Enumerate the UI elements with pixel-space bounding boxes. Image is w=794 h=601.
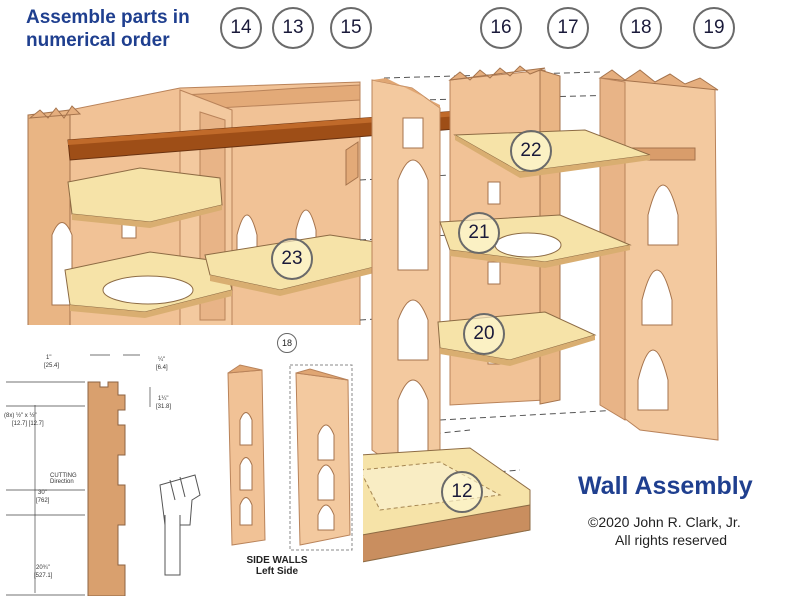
callout-14: 14: [220, 7, 262, 49]
assembly-instruction: Assemble parts in numerical order: [26, 6, 246, 52]
dim-5-mm: [762]: [36, 498, 50, 504]
dim-4: (8x) ½" x ½": [4, 413, 37, 419]
cutting-direction-note: CUTTING Direction: [50, 473, 77, 485]
side-walls-caption: SIDE WALLS Left Side: [232, 555, 322, 577]
callout-19: 19: [693, 7, 735, 49]
right-side-wall: [598, 69, 719, 441]
side-walls-caption-line2: Left Side: [255, 566, 299, 577]
dim-3-mm: [31.8]: [156, 404, 172, 410]
rights-line: All rights reserved: [615, 532, 728, 548]
callout-22: 22: [510, 130, 552, 172]
tab-part-outline: [159, 474, 201, 576]
dim-6-mm: [527.1]: [34, 573, 53, 579]
side-wall-detail-drawing: [6, 354, 353, 597]
callout-15: 15: [330, 7, 372, 49]
front-panel-15: [371, 78, 441, 479]
side-wall-detail-inset: 1" [25.4] ¼" [6.4] 1¼" [31.8] (8x) ½" x …: [0, 325, 363, 597]
dim-5: 30": [38, 490, 47, 496]
inset-part-callout: 18: [277, 333, 297, 353]
wall-assembly-title: Wall Assembly: [578, 472, 753, 500]
callout-20: 20: [463, 313, 505, 355]
side-walls-caption-line1: SIDE WALLS: [246, 555, 308, 566]
dim-3: 1¼": [158, 396, 169, 402]
dim-2: ¼": [158, 357, 166, 363]
instruction-line-2: numerical order: [26, 30, 170, 51]
callout-13: 13: [272, 7, 314, 49]
callout-21: 21: [458, 212, 500, 254]
side-wall-profile: [87, 381, 126, 597]
instruction-line-1: Assemble parts in: [26, 7, 190, 28]
callout-18: 18: [620, 7, 662, 49]
side-wall-left-piece: [227, 364, 266, 546]
dimension-lines: [6, 354, 151, 596]
copyright-line: ©2020 John R. Clark, Jr.: [588, 514, 741, 530]
callout-12: 12: [441, 471, 483, 513]
dim-1-mm: [25.4]: [44, 363, 60, 369]
dim-4-mm: [12.7] [12.7]: [12, 421, 44, 427]
dim-6: 20¾": [36, 565, 50, 571]
dim-1: 1": [46, 355, 52, 361]
dim-2-mm: [6.4]: [156, 365, 168, 371]
side-wall-right-piece: [289, 364, 353, 551]
callout-23: 23: [271, 238, 313, 280]
callout-17: 17: [547, 7, 589, 49]
callout-16: 16: [480, 7, 522, 49]
